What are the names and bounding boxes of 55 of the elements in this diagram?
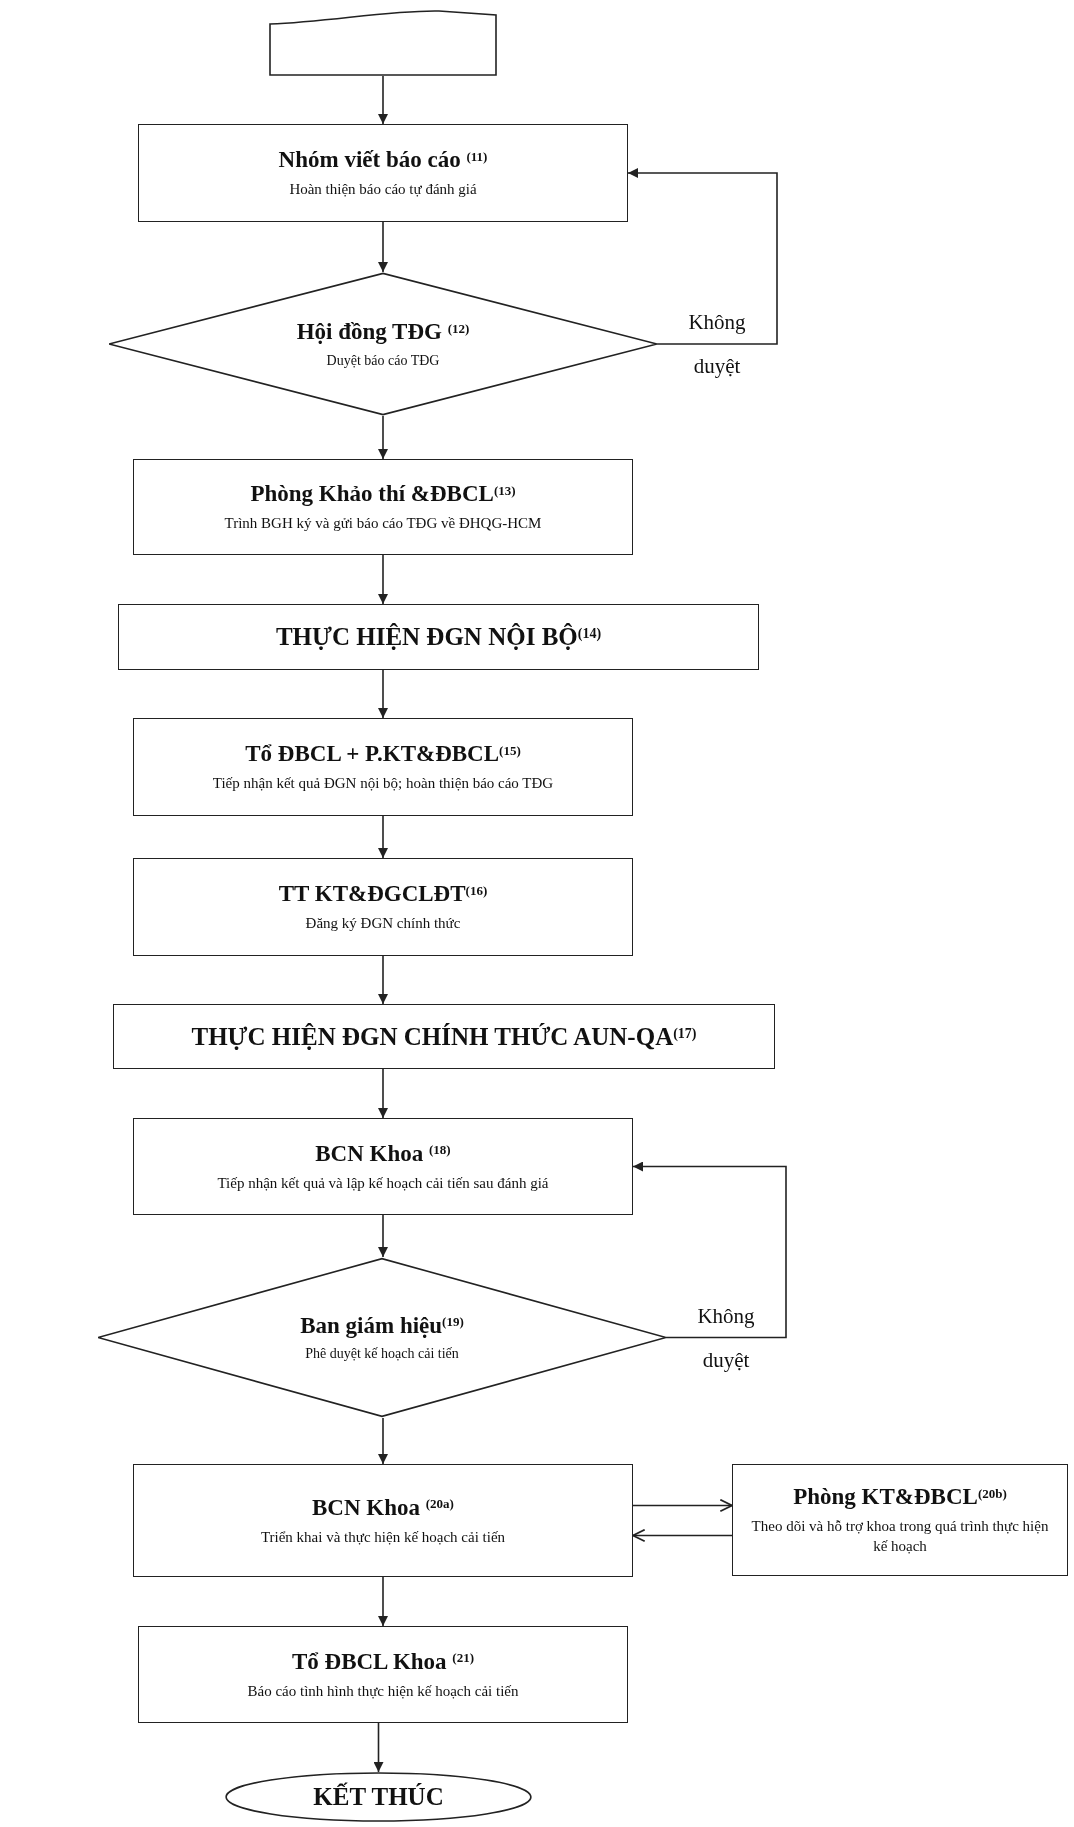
- arrow: [378, 1068, 388, 1119]
- arrow: [378, 554, 388, 605]
- arrow: [378, 1576, 388, 1627]
- step-description: Phê duyệt kế hoạch cải tiến: [304, 1345, 460, 1364]
- process-box: [138, 124, 628, 222]
- arrow: [378, 1214, 388, 1258]
- arrow: [627, 168, 778, 345]
- decision-diamond: [98, 1257, 666, 1418]
- step-title: THỰC HIỆN ĐGN NỘI BỘ$^{(14)}$: [274, 622, 603, 653]
- step-description: Tiếp nhận kết quả ĐGN nội bộ; hoàn thiện báo cáo TĐG: [211, 774, 555, 794]
- arrow: [378, 815, 388, 859]
- step-title: Nhóm viết báo cáo $^{(11)}$: [277, 146, 489, 175]
- step-title: Phòng Khảo thí &ĐBCL$^{(13)}$: [249, 480, 517, 509]
- step-description: Duyệt báo cáo TĐG: [325, 351, 441, 370]
- step-title: KẾT THÚC: [312, 1781, 445, 1813]
- step-title: Hội đồng TĐG $^{(12)}$: [295, 318, 471, 346]
- process-box: [732, 1464, 1068, 1576]
- step-title: TT KT&ĐGCLĐT$^{(16)}$: [277, 880, 489, 909]
- step-description: Tiếp nhận kết quả và lập kế hoạch cải tiến sau đánh giá: [216, 1173, 550, 1193]
- arrow: [378, 75, 388, 125]
- step-title: Ban giám hiệu$^{(19)}$: [299, 1311, 465, 1340]
- step-description: Hoàn thiện báo cáo tự đánh giá: [288, 180, 478, 200]
- arrow: [632, 1528, 733, 1543]
- arrow: [632, 1161, 787, 1339]
- arrow: [378, 669, 388, 719]
- arrow: [373, 1722, 384, 1773]
- step-title: BCN Khoa $^{(20a)}$: [311, 1493, 455, 1522]
- step-title: THỰC HIỆN ĐGN CHÍNH THỨC AUN-QA$^{(17)}$: [190, 1021, 698, 1052]
- edge-label: Không duyệt: [696, 1302, 756, 1374]
- step-title: BCN Khoa $^{(18)}$: [314, 1139, 452, 1168]
- process-box: [133, 718, 633, 816]
- arrow: [378, 415, 388, 460]
- document-shape: [269, 10, 497, 76]
- process-box: [113, 1004, 775, 1069]
- process-box: [133, 858, 633, 956]
- step-title: Tổ ĐBCL + P.KT&ĐBCL$^{(15)}$: [244, 740, 522, 769]
- arrow: [378, 955, 388, 1005]
- step-description: Triển khai và thực hiện kế hoạch cải tiến: [259, 1527, 507, 1547]
- step-description: Báo cáo tình hình thực hiện kế hoạch cải tiến: [246, 1681, 520, 1701]
- arrow: [632, 1498, 733, 1513]
- process-box: [133, 1118, 633, 1215]
- process-box: [133, 459, 633, 555]
- terminal-ellipse: [223, 1772, 534, 1822]
- arrow: [378, 221, 388, 273]
- step-description: Trình BGH ký và gửi báo cáo TĐG về ĐHQG-HCM: [223, 514, 543, 534]
- process-box: [138, 1626, 628, 1723]
- edge-label: Không duyệt: [687, 309, 747, 380]
- process-box: [133, 1464, 633, 1577]
- step-title: Tổ ĐBCL Khoa $^{(21)}$: [290, 1647, 476, 1676]
- decision-diamond: [109, 272, 657, 416]
- arrow: [378, 1417, 388, 1465]
- step-description: Đăng ký ĐGN chính thức: [304, 914, 462, 934]
- step-description: Theo dõi và hỗ trợ khoa trong quá trình thực hiện kế hoạch: [750, 1516, 1050, 1557]
- process-box: [118, 604, 759, 670]
- step-title: Phòng KT&ĐBCL$^{(20b)}$: [792, 1483, 1008, 1511]
